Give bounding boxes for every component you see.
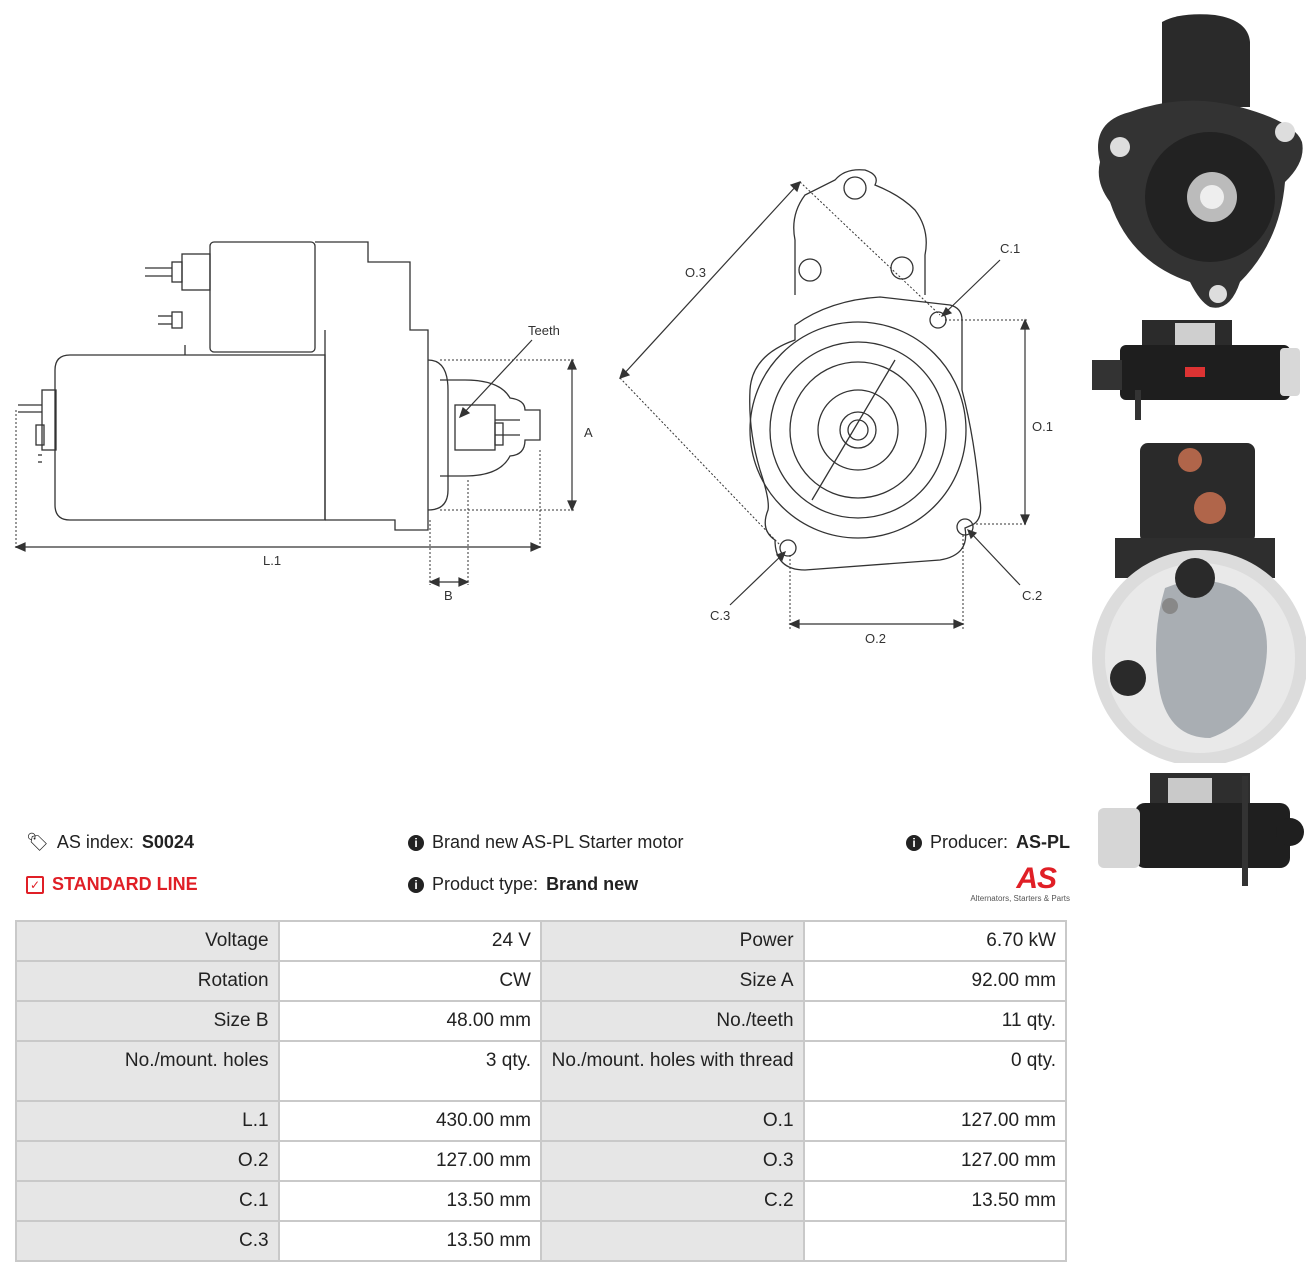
dimension-o1-label: O.1 [1032,419,1053,434]
side-view-drawing: Teeth A L.1 B [14,241,593,603]
spec-value: 13.50 mm [802,1180,1068,1222]
spec-label-empty [539,1220,805,1262]
standard-line-text: STANDARD LINE [52,874,198,894]
spec-label: Rotation [15,960,280,1002]
producer-label: Producer: [930,832,1009,852]
table-row: Size B 48.00 mm No./teeth 11 qty. [15,1000,1068,1042]
table-row: C.1 13.50 mm C.2 13.50 mm [15,1180,1068,1222]
as-index-value: S0024 [141,832,194,852]
spec-value: 127.00 mm [277,1140,542,1182]
spec-label: C.3 [15,1220,280,1262]
dimension-b-label: B [444,588,453,603]
spec-label: O.1 [539,1100,805,1142]
info-icon: i [906,834,922,851]
producer-line: i Producer: AS-PL [906,832,1070,853]
as-index-line: 🏷 AS index: S0024 [26,832,194,853]
table-row: L.1 430.00 mm O.1 127.00 mm [15,1100,1068,1142]
spec-value: CW [277,960,542,1002]
spec-label: No./mount. holes with thread [539,1040,805,1102]
dimension-c3-label: C.3 [710,608,730,623]
table-row: Voltage 24 V Power 6.70 kW [15,920,1068,962]
logo-tagline: Alternators, Starters & Parts [970,894,1070,903]
spec-label: Voltage [15,920,280,962]
table-row: Rotation CW Size A 92.00 mm [15,960,1068,1002]
spec-value: 430.00 mm [277,1100,542,1142]
product-photo-side-1 [1092,320,1300,420]
checkbox-icon: ✓ [26,875,44,894]
spec-value-empty [802,1220,1068,1262]
spec-value: 13.50 mm [277,1220,542,1262]
table-row: No./mount. holes 3 qty. No./mount. holes… [15,1040,1068,1102]
spec-value: 13.50 mm [277,1180,542,1222]
producer-value: AS-PL [1016,832,1071,852]
description-line: i Brand new AS-PL Starter motor [408,832,683,853]
description-text: Brand new AS-PL Starter motor [432,832,684,852]
product-type-label: Product type: [432,874,539,894]
spec-label: O.2 [15,1140,280,1182]
as-pl-logo: AS Alternators, Starters & Parts [960,864,1070,908]
table-row: C.3 13.50 mm [15,1220,1068,1262]
spec-value: 24 V [277,920,542,962]
info-icon: i [408,876,424,893]
product-photo-side-2 [1098,773,1304,886]
tag-icon: 🏷 [26,832,49,852]
product-photo-front-flange [1098,14,1303,308]
standard-line-badge: ✓ STANDARD LINE [26,874,198,895]
spec-value: 92.00 mm [802,960,1068,1002]
spec-label: No./mount. holes [15,1040,280,1102]
spec-value: 3 qty. [277,1040,542,1102]
spec-label: Size B [15,1000,280,1042]
logo-mark: AS [1016,862,1057,895]
dimension-l1-label: L.1 [263,553,281,568]
spec-table: Voltage 24 V Power 6.70 kW Rotation CW S… [15,920,1068,1262]
info-icon: i [408,834,424,851]
spec-label: C.1 [15,1180,280,1222]
dimension-c2-label: C.2 [1022,588,1042,603]
spec-label: C.2 [539,1180,805,1222]
dimension-o3-label: O.3 [685,265,706,280]
spec-label: O.3 [539,1140,805,1182]
spec-value: 0 qty. [802,1040,1068,1102]
dimension-o2-label: O.2 [865,631,886,646]
spec-value: 48.00 mm [277,1000,542,1042]
spec-label: Power [539,920,805,962]
product-photo-rear [1092,443,1306,763]
front-view-drawing: O.3 C.1 O.1 C.2 C.3 O.2 [619,169,1053,646]
dimension-a-label: A [584,425,593,440]
dimension-c1-label: C.1 [1000,241,1020,256]
spec-label: Size A [539,960,805,1002]
spec-value: 127.00 mm [802,1140,1068,1182]
product-type-value: Brand new [546,874,639,894]
spec-label: L.1 [15,1100,280,1142]
as-index-label: AS index: [56,832,134,852]
teeth-label: Teeth [528,323,560,338]
product-type-line: i Product type: Brand new [408,874,638,895]
spec-value: 6.70 kW [802,920,1068,962]
spec-value: 127.00 mm [802,1100,1068,1142]
table-row: O.2 127.00 mm O.3 127.00 mm [15,1140,1068,1182]
spec-value: 11 qty. [802,1000,1068,1042]
spec-label: No./teeth [539,1000,805,1042]
